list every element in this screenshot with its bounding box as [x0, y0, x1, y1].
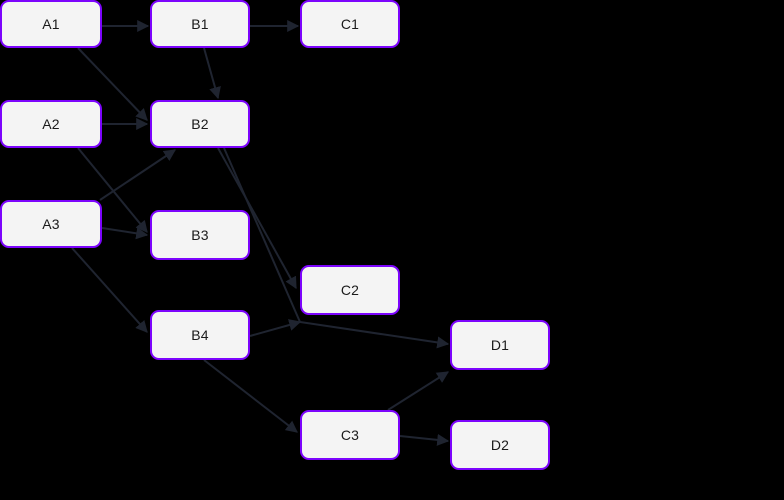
node-d1[interactable]: D1 [450, 320, 550, 370]
node-a3[interactable]: A3 [0, 200, 102, 248]
node-a1[interactable]: A1 [0, 0, 102, 48]
node-label-d2: D2 [490, 437, 510, 453]
edge-b1-to-b2 [203, 47, 221, 100]
edge-a3-to-b2 [99, 149, 176, 201]
edges-group [71, 20, 450, 446]
edge-a3-to-b3 [101, 227, 149, 240]
node-label-a2: A2 [42, 116, 60, 132]
node-b1[interactable]: B1 [150, 0, 250, 48]
node-label-a1: A1 [42, 16, 60, 32]
edge-c3-to-d2 [399, 433, 450, 446]
node-label-b4: B4 [191, 327, 209, 343]
node-label-c2: C2 [340, 282, 360, 298]
edge-b2-to-c2 [217, 147, 297, 290]
edge-b4-to-d1 [249, 319, 302, 337]
node-label-c3: C3 [340, 427, 360, 443]
node-c3[interactable]: C3 [300, 410, 400, 460]
node-label-c1: C1 [340, 16, 360, 32]
edge-c3-to-d1 [387, 371, 450, 411]
node-c2[interactable]: C2 [300, 265, 400, 315]
node-c1[interactable]: C1 [300, 0, 400, 48]
node-label-a3: A3 [42, 216, 60, 232]
node-label-d1: D1 [490, 337, 510, 353]
edge-a1-to-b2 [77, 47, 148, 121]
node-label-b1: B1 [191, 16, 209, 32]
node-label-b2: B2 [191, 116, 209, 132]
node-b2[interactable]: B2 [150, 100, 250, 148]
edge-a3-to-b4 [71, 247, 148, 333]
node-b3[interactable]: B3 [150, 210, 250, 260]
edge-b4-to-c3 [203, 359, 298, 433]
node-d2[interactable]: D2 [450, 420, 550, 470]
node-b4[interactable]: B4 [150, 310, 250, 360]
node-label-b3: B3 [191, 227, 209, 243]
node-a2[interactable]: A2 [0, 100, 102, 148]
edge-a2-to-b3 [77, 147, 148, 233]
